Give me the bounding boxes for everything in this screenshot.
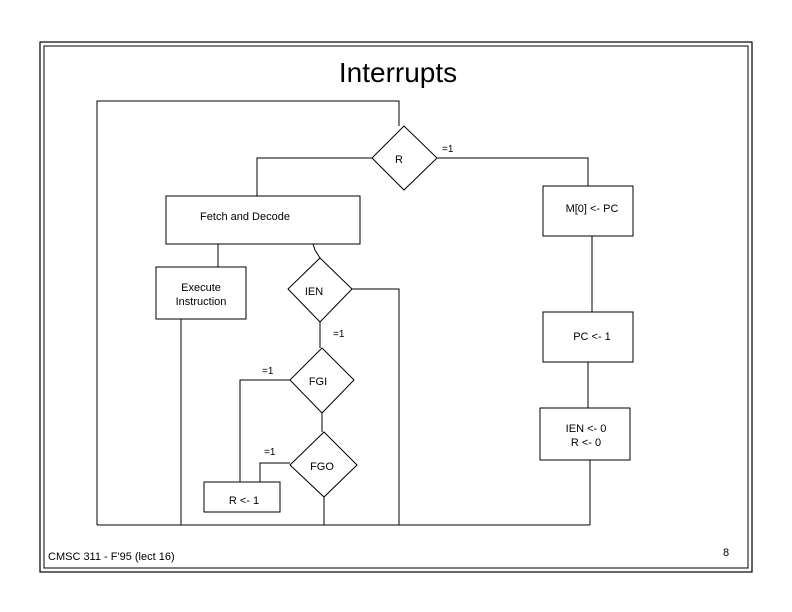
fgo-decision-diamond <box>289 431 358 498</box>
ien0-r0-box <box>539 407 631 461</box>
m0-pc-box <box>542 185 634 237</box>
execute-label-line1: Execute <box>181 282 221 294</box>
m0-pc-label: M[0] <- PC <box>566 203 619 215</box>
ien0-label-line1: IEN <- 0 <box>566 423 607 435</box>
fgi-true-edge-label: =1 <box>262 366 274 377</box>
footer-course-label: CMSC 311 - F'95 (lect 16) <box>48 551 175 563</box>
slide-title: Interrupts <box>339 57 457 88</box>
pc-1-box <box>542 311 634 363</box>
r1-label: R <- 1 <box>229 495 259 507</box>
r-true-line <box>437 157 589 186</box>
fgi-decision-label: FGI <box>309 376 327 388</box>
r1-box <box>203 481 281 513</box>
r-false-line <box>256 157 372 196</box>
r-decision-diamond <box>371 125 438 191</box>
fgi-true-line <box>239 379 290 482</box>
execute-instruction-box <box>155 266 247 320</box>
pc-1-label: PC <- 1 <box>573 331 611 343</box>
fetch-decode-box <box>165 195 361 245</box>
ien-decision-diamond <box>287 257 353 323</box>
fgo-true-edge-label: =1 <box>264 447 276 458</box>
fgi-decision-diamond <box>289 347 355 414</box>
fgo-decision-label: FGO <box>310 461 334 473</box>
connector-lines <box>96 100 593 526</box>
page-number: 8 <box>723 547 729 559</box>
fetch-to-ien-line <box>312 243 321 259</box>
r-decision-label: R <box>395 154 403 166</box>
inner-frame <box>43 45 749 569</box>
r-true-edge-label: =1 <box>442 144 454 155</box>
ien-false-line <box>352 288 400 525</box>
ien-true-edge-label: =1 <box>333 329 345 340</box>
ien0-label-line2: R <- 0 <box>571 437 601 449</box>
fetch-decode-label: Fetch and Decode <box>200 211 290 223</box>
loop-back-line <box>96 100 400 525</box>
ien-decision-label: IEN <box>305 286 323 298</box>
execute-label-line2: Instruction <box>176 296 227 308</box>
fgo-true-line <box>259 462 290 482</box>
outer-frame <box>39 41 753 573</box>
